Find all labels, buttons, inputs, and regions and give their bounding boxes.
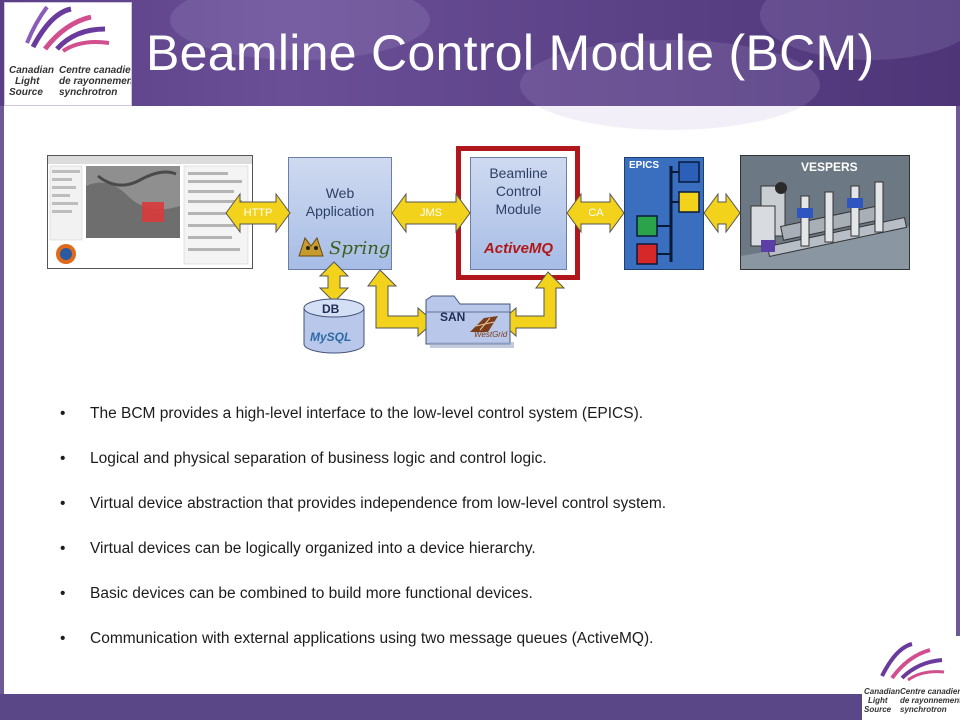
footer-logo-line2-fr: de rayonnement <box>900 696 960 705</box>
bullet-item: • Basic devices can be combined to build … <box>60 585 850 607</box>
footer-logo-line2-en: Light <box>868 696 888 705</box>
ca-label: CA <box>588 207 604 219</box>
san-label: SAN <box>440 310 466 324</box>
http-label: HTTP <box>243 207 273 219</box>
bcm-san-arrow-icon <box>499 271 566 338</box>
vespers-label: VESPERS <box>801 160 858 174</box>
bullet-list: • The BCM provides a high-level interface… <box>60 405 850 652</box>
cls-logo-mark-icon: Canadian Light Source Centre canadien de… <box>9 5 137 98</box>
footer-logo-line1-fr: Centre canadien <box>900 687 960 696</box>
bullet-item: • Logical and physical separation of busi… <box>60 450 850 472</box>
bullet-text: Virtual devices can be logically organiz… <box>90 540 536 557</box>
web-app-label-line2: Application <box>305 203 375 219</box>
logo-line1-en: Canadian <box>9 65 54 76</box>
cls-footer-logo-mark-icon: Canadian Light Source Centre canadien de… <box>864 642 960 714</box>
bullet-text: Basic devices can be combined to build m… <box>90 585 533 602</box>
bullet-dot: • <box>60 585 66 602</box>
bcm-label-line2: Control <box>495 183 542 199</box>
header-band <box>0 0 960 130</box>
footer-band <box>0 694 960 720</box>
db-label: DB <box>322 302 340 316</box>
activemq-label: ActiveMQ <box>483 240 554 257</box>
bcm-box: Beamline Control Module ActiveMQ <box>470 157 567 270</box>
logo-line2-en: Light <box>15 76 40 87</box>
bullet-text: Logical and physical separation of busin… <box>90 450 547 467</box>
bullet-text: The BCM provides a high-level interface … <box>90 405 644 422</box>
page-title: Beamline Control Module (BCM) <box>146 25 875 81</box>
epics-network-icon <box>636 161 700 265</box>
mysql-logo-text: MySQL <box>310 330 352 344</box>
right-edge-strip <box>956 106 960 636</box>
bullet-text: Virtual device abstraction that provides… <box>90 495 667 512</box>
bullet-text: Communication with external applications… <box>90 630 654 647</box>
jms-label: JMS <box>420 207 442 219</box>
footer-logo-line3-fr: synchrotron <box>900 705 947 714</box>
westgrid-mark-icon <box>470 316 498 332</box>
bullet-item: • Virtual device abstraction that provide… <box>60 495 850 517</box>
logo-line2-fr: de rayonnement <box>59 76 131 87</box>
cls-logo: Canadian Light Source Centre canadien de… <box>4 2 137 106</box>
spring-tomcat-logo-icon: Spring <box>298 236 390 259</box>
logo-line1-fr: Centre canadien <box>59 65 131 76</box>
vespers-beamline-image: VESPERS <box>740 155 910 270</box>
logo-line3-en: Source <box>9 87 43 98</box>
epics-label: EPICS <box>629 160 660 171</box>
bullet-item: • Virtual devices can be logically organi… <box>60 540 850 562</box>
webapp-san-arrow-icon <box>367 269 435 338</box>
bcm-label-line3: Module <box>495 201 542 217</box>
bullet-item: • The BCM provides a high-level interface… <box>60 405 850 427</box>
web-application-box: Web Application Spring <box>288 157 392 270</box>
bullet-dot: • <box>60 450 66 467</box>
bullet-item: • Communication with external application… <box>60 630 850 652</box>
bcm-highlight-frame <box>456 146 580 280</box>
beamline-hardware-icon <box>741 156 909 269</box>
epics-vespers-arrow-icon <box>703 192 741 234</box>
left-edge-strip <box>0 106 4 720</box>
bullet-dot: • <box>60 540 66 557</box>
footer-logo-line3-en: Source <box>864 705 892 714</box>
web-client-screenshot <box>47 155 253 269</box>
bullet-dot: • <box>60 495 66 512</box>
epics-box: EPICS <box>624 157 704 270</box>
logo-line3-fr: synchrotron <box>59 87 117 98</box>
cls-footer-logo: Canadian Light Source Centre canadien de… <box>862 636 960 720</box>
screenshot-thumbnail-icon <box>48 156 252 265</box>
bullet-dot: • <box>60 630 66 647</box>
westgrid-logo-text: WestGrid <box>474 330 508 339</box>
footer-logo-line1-en: Canadian <box>864 687 900 696</box>
web-app-label-line1: Web <box>325 185 355 201</box>
bullet-dot: • <box>60 405 66 422</box>
spring-text: Spring <box>329 238 390 259</box>
bcm-label-line1: Beamline <box>489 165 548 181</box>
